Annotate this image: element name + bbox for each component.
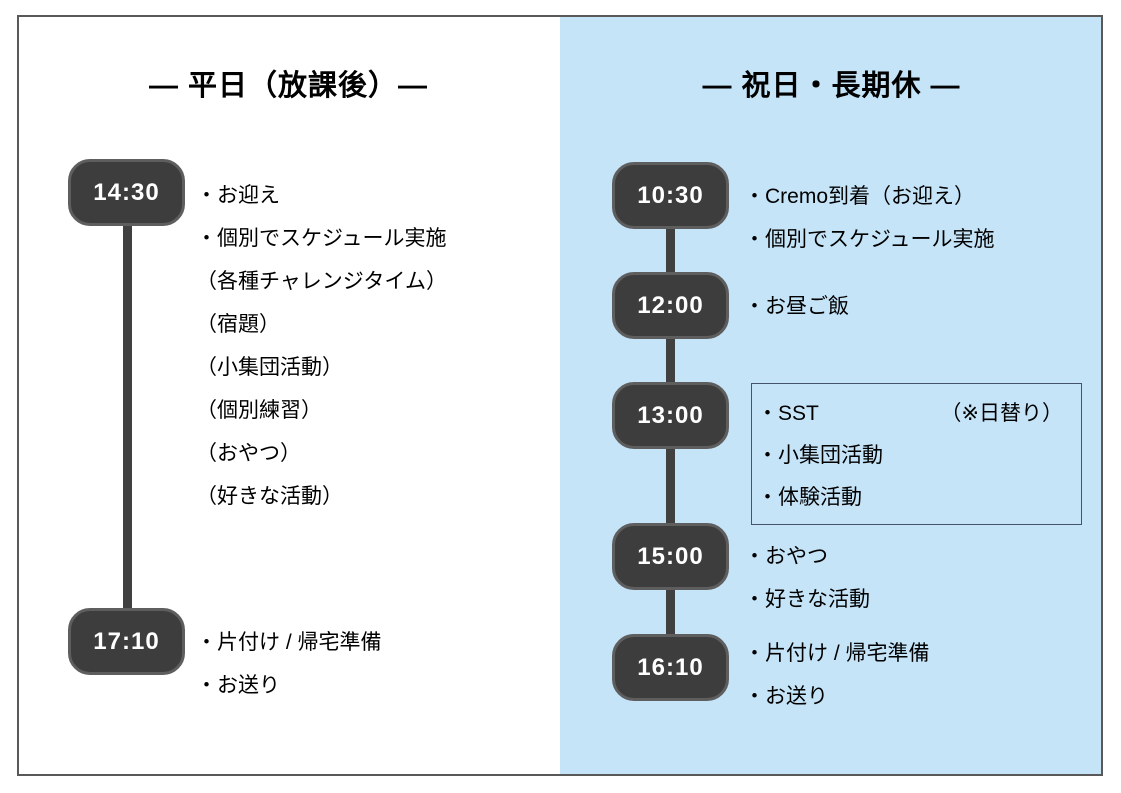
- schedule-item: （各種チャレンジタイム）: [196, 270, 447, 293]
- time-label: 17:10: [93, 627, 160, 655]
- schedule-item: ・お送り: [744, 685, 828, 708]
- timeline-line: [123, 193, 132, 642]
- time-badge: 16:10: [612, 634, 729, 701]
- schedule-item: （好きな活動）: [196, 485, 343, 508]
- schedule-item: ・お迎え: [196, 184, 280, 207]
- holiday-panel-title: ― 祝日・長期休 ―: [702, 70, 961, 102]
- time-badge: 13:00: [612, 382, 729, 449]
- schedule-item-note: （※日替り）: [940, 402, 1063, 425]
- schedule-item: ・小集団活動: [757, 444, 883, 467]
- schedule-item: ・片付け / 帰宅準備: [196, 631, 382, 654]
- time-badge: 12:00: [612, 272, 729, 339]
- time-label: 15:00: [637, 542, 704, 570]
- weekday-panel-title: ― 平日（放課後）―: [148, 70, 429, 102]
- event-items: ・おやつ・好きな活動: [744, 535, 870, 621]
- event-items: ・片付け / 帰宅準備・お送り: [744, 632, 930, 718]
- schedule-item: ・好きな活動: [744, 588, 870, 611]
- schedule-item: ・片付け / 帰宅準備: [744, 642, 930, 665]
- schedule-item: ・おやつ: [744, 545, 828, 568]
- event-items: ・お昼ご飯: [744, 285, 849, 328]
- event-items: ・Cremo到着（お迎え） ・個別でスケジュール実施: [744, 175, 995, 261]
- schedule-item: （個別練習）: [196, 399, 322, 422]
- schedule-item: ・SST （※日替り）: [757, 393, 1063, 435]
- time-badge: 10:30: [612, 162, 729, 229]
- schedule-item: ・お送り: [196, 674, 280, 697]
- schedule-item: ・お昼ご飯: [744, 295, 849, 318]
- event-items: ・お迎え・個別でスケジュール実施 （各種チャレンジタイム） （宿題） （小集団活動） （…: [196, 174, 447, 518]
- schedule-item: ・体験活動: [757, 486, 862, 509]
- schedule-item: ・個別でスケジュール実施: [744, 228, 995, 251]
- schedule-item: （小集団活動）: [196, 356, 343, 379]
- event-items: ・片付け / 帰宅準備・お送り: [196, 621, 382, 707]
- time-label: 13:00: [637, 401, 704, 429]
- time-badge: 14:30: [68, 159, 185, 226]
- time-badge: 15:00: [612, 523, 729, 590]
- time-label: 12:00: [637, 291, 704, 319]
- daily-rotation-box: ・SST （※日替り） ・小集団活動・体験活動: [751, 383, 1082, 525]
- schedule-item: ・個別でスケジュール実施: [196, 227, 447, 250]
- schedule-item: （宿題）: [196, 313, 280, 336]
- schedule-item: ・Cremo到着（お迎え）: [744, 185, 976, 208]
- time-badge: 17:10: [68, 608, 185, 675]
- time-label: 10:30: [637, 181, 704, 209]
- time-label: 16:10: [637, 653, 704, 681]
- schedule-item-text: ・SST: [757, 402, 819, 425]
- schedule-item: （おやつ）: [196, 442, 301, 465]
- time-label: 14:30: [93, 178, 160, 206]
